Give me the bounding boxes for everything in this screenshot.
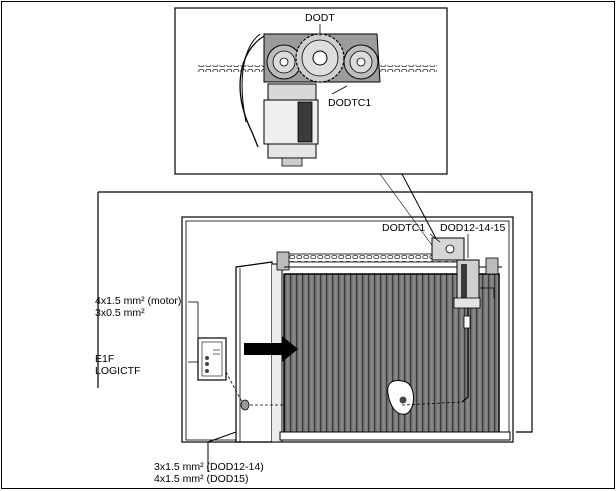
label-dodtc1-main: DODTC1	[382, 222, 426, 234]
detail-inset	[174, 7, 448, 175]
main-sprocket	[295, 33, 345, 83]
left-sprocket	[266, 44, 302, 80]
label-motor-cable-2: 3x0.5 mm²	[95, 307, 145, 319]
door-motor	[431, 237, 499, 403]
label-motor: DOD12-14-15	[440, 222, 506, 234]
garage-wall	[97, 191, 533, 443]
detail-motor	[263, 83, 319, 167]
photocell	[240, 399, 250, 411]
direction-arrow	[244, 336, 298, 362]
label-control-unit-1: E1F	[95, 353, 115, 365]
door-handle	[387, 380, 414, 415]
label-bottom-cable-2: 4x1.5 mm² (DOD15)	[154, 473, 249, 485]
callout-line	[401, 173, 441, 247]
label-dodt: DODT	[305, 12, 335, 24]
label-motor-cable-1: 4x1.5 mm² (motor)	[95, 295, 182, 307]
right-sprocket	[343, 44, 379, 80]
label-dodtc1-detail: DODTC1	[328, 97, 372, 109]
control-box	[197, 337, 227, 381]
label-bottom-cable-1: 3x1.5 mm² (DOD12-14)	[154, 461, 264, 473]
label-control-unit-2: LOGICTF	[95, 365, 141, 377]
callout-line-2	[379, 173, 435, 249]
